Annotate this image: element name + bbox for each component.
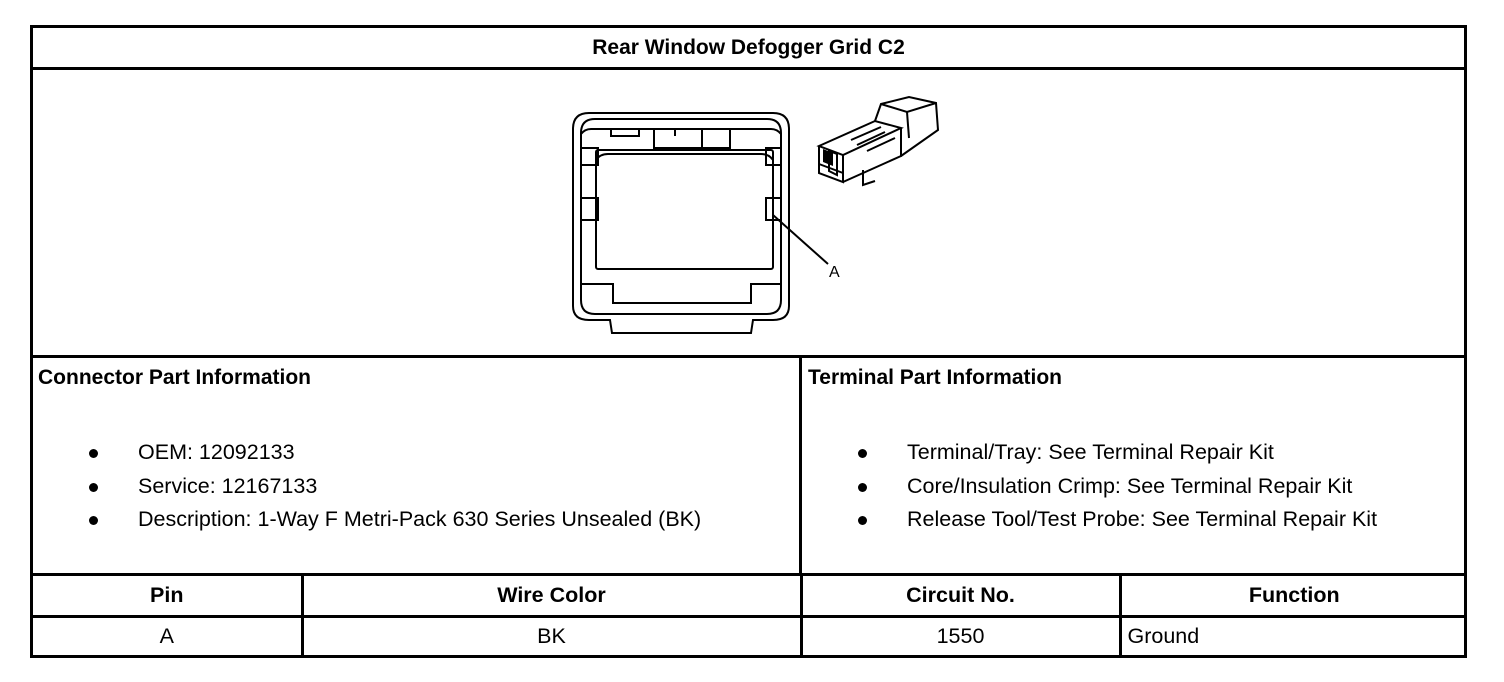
list-item: Release Tool/Test Probe: See Terminal Re… xyxy=(854,503,1377,537)
list-item: Service: 12167133 xyxy=(85,470,701,504)
bullet-icon xyxy=(858,516,867,525)
connector-isometric-shading xyxy=(823,149,833,166)
table-row: A BK 1550 Ground xyxy=(33,616,1467,655)
cell-wire-color: BK xyxy=(300,616,801,655)
connector-oem: OEM: 12092133 xyxy=(138,440,295,464)
cell-pin: A xyxy=(159,623,174,648)
terminal-info-heading: Terminal Part Information xyxy=(808,366,1062,389)
list-item: Terminal/Tray: See Terminal Repair Kit xyxy=(854,436,1377,470)
cell-circuit-no: 1550 xyxy=(799,616,1120,655)
list-item: Core/Insulation Crimp: See Terminal Repa… xyxy=(854,470,1377,504)
terminal-release-tool: Release Tool/Test Probe: See Terminal Re… xyxy=(907,507,1378,531)
column-header-pin: Pin xyxy=(33,576,302,618)
list-item: Description: 1-Way F Metri-Pack 630 Seri… xyxy=(85,503,701,537)
table-header-row: Pin Wire Color Circuit No. Function xyxy=(33,576,1467,618)
sheet-title: Rear Window Defogger Grid C2 xyxy=(33,28,1464,70)
terminal-tray: Terminal/Tray: See Terminal Repair Kit xyxy=(907,440,1274,464)
connector-description: Description: 1-Way F Metri-Pack 630 Seri… xyxy=(138,507,702,531)
connector-drawing: A xyxy=(572,95,940,334)
list-item: OEM: 12092133 xyxy=(85,436,701,470)
part-information-section: Connector Part Information OEM: 12092133… xyxy=(33,358,1464,576)
connector-part-info: Connector Part Information OEM: 12092133… xyxy=(33,358,802,573)
callout-leader-line xyxy=(772,214,829,265)
connector-figure: A xyxy=(33,70,1464,358)
connector-isometric-view xyxy=(816,95,940,187)
connector-service: Service: 12167133 xyxy=(138,473,318,498)
bullet-icon xyxy=(89,516,98,525)
bullet-icon xyxy=(858,482,867,492)
column-header-wire-color: Wire Color xyxy=(300,576,801,618)
pin-table: Pin Wire Color Circuit No. Function A BK… xyxy=(33,576,1467,655)
terminal-part-info: Terminal Part Information Terminal/Tray:… xyxy=(802,358,1467,573)
bullet-icon xyxy=(858,449,867,458)
connector-sheet: Rear Window Defogger Grid C2 xyxy=(30,25,1467,658)
cell-function: Ground xyxy=(1118,616,1467,655)
terminal-crimp: Core/Insulation Crimp: See Terminal Repa… xyxy=(907,473,1353,498)
bullet-icon xyxy=(89,449,98,458)
connector-face-view xyxy=(572,112,790,334)
bullet-icon xyxy=(89,482,98,492)
connector-info-heading: Connector Part Information xyxy=(38,366,312,389)
column-header-function: Function xyxy=(1118,576,1467,618)
terminal-info-list: Terminal/Tray: See Terminal Repair Kit C… xyxy=(854,436,1377,537)
column-header-circuit-no: Circuit No. xyxy=(799,576,1120,618)
connector-info-list: OEM: 12092133 Service: 12167133 Descript… xyxy=(85,436,701,537)
callout-label-a: A xyxy=(829,264,840,281)
